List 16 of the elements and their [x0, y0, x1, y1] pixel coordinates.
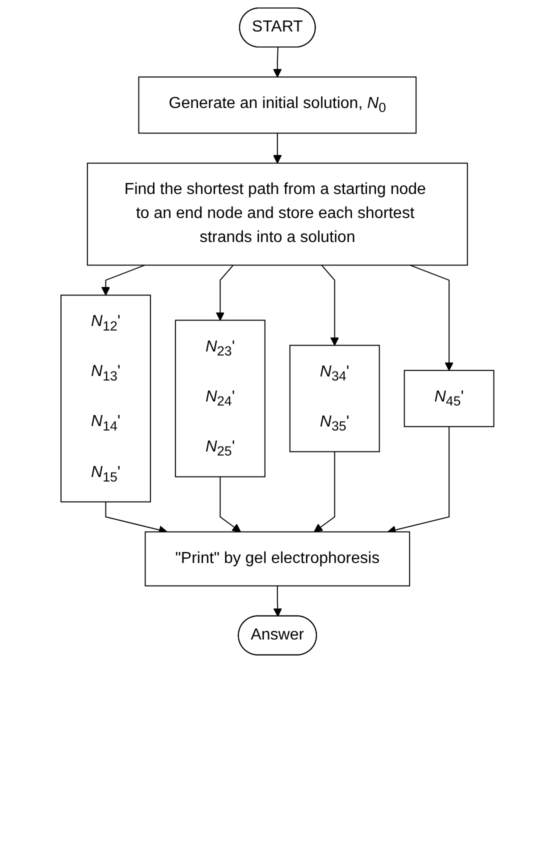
arrow [273, 585, 282, 617]
arrow [321, 264, 340, 346]
arrow [314, 451, 336, 532]
node-box: N$_{34}$' N$_{35}$' [290, 344, 380, 452]
node-box: N$_{45}$' [404, 370, 494, 428]
node-box: N$_{23}$' N$_{24}$' N$_{25}$' [175, 320, 266, 478]
arrow [273, 47, 282, 78]
arrow [216, 264, 234, 321]
node-box: Find the shortest path from a starting node to an end node and store each shortest strands into a solution [87, 162, 468, 266]
node-box: Generate an initial solution, N$_{0}$ [138, 76, 417, 134]
arrow [273, 132, 282, 164]
arrow [101, 264, 146, 296]
node-box: N$_{12}$' N$_{13}$' N$_{14}$' N$_{15}$' [60, 294, 152, 502]
arrow [220, 476, 242, 532]
node-box: "Print" by gel electrophoresis [144, 531, 410, 586]
arrow [410, 264, 454, 371]
